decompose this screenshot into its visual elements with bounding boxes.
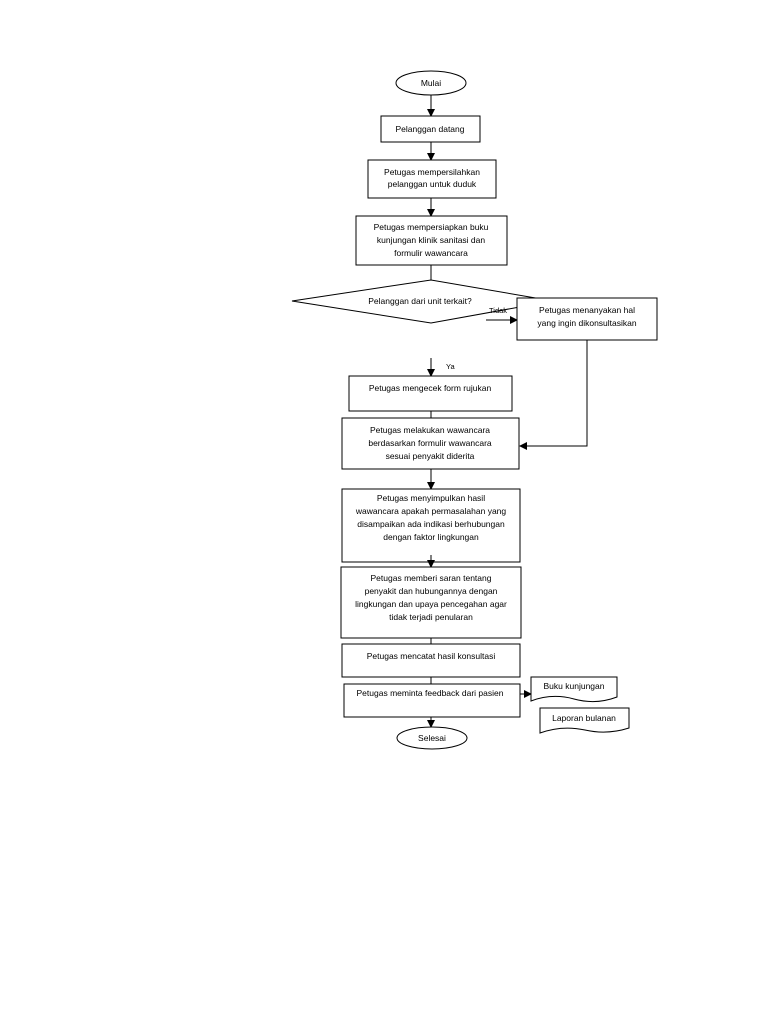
connector-arrow: [519, 340, 588, 450]
step-label-line: Petugas melakukan wawancara: [370, 425, 490, 435]
step-label-line: Petugas menanyakan hal: [539, 305, 635, 315]
step-label-line: wawancara apakah permasalahan yang: [355, 506, 507, 516]
step-label-line: tidak terjadi penularan: [389, 612, 473, 622]
step-label-line: Petugas memberi saran tentang: [371, 573, 492, 583]
step-mempersiapkan: Petugas mempersiapkan buku kunjungan kli…: [355, 215, 508, 266]
document-label: Laporan bulanan: [552, 713, 616, 723]
document-laporan-bulanan: Laporan bulanan: [539, 707, 630, 734]
no-branch-label: Tidak: [489, 306, 507, 315]
step-memberi-saran: Petugas memberi saran tentang penyakit d…: [340, 566, 522, 639]
yes-branch-label: Ya: [446, 362, 455, 371]
step-wawancara: Petugas melakukan wawancara berdasarkan …: [341, 417, 520, 470]
end-label: Selesai: [418, 733, 446, 743]
document-label: Buku kunjungan: [544, 681, 605, 691]
step-mengecek-form: Petugas mengecek form rujukan: [348, 375, 513, 412]
step-mempersilahkan: Petugas mempersilahkan pelanggan untuk d…: [367, 159, 497, 199]
step-menanyakan: Petugas menanyakan hal yang ingin dikons…: [516, 297, 658, 341]
step-label-line: berdasarkan formulir wawancara: [368, 438, 492, 448]
step-mencatat: Petugas mencatat hasil konsultasi: [341, 643, 521, 678]
step-label-line: Petugas mempersiapkan buku: [374, 222, 489, 232]
step-label-line: formulir wawancara: [394, 248, 468, 258]
step-label-line: pelanggan untuk duduk: [388, 179, 477, 189]
step-label-line: kunjungan klinik sanitasi dan: [377, 235, 485, 245]
end-terminator: Selesai: [396, 726, 468, 750]
step-label-line: Petugas mempersilahkan: [384, 167, 480, 177]
step-meminta-feedback: Petugas meminta feedback dari pasien: [343, 683, 521, 718]
step-label-line: penyakit dan hubungannya dengan: [365, 586, 498, 596]
step-label-line: Petugas menyimpulkan hasil: [377, 493, 485, 503]
step-label-line: lingkungan dan upaya pencegahan agar: [355, 599, 507, 609]
step-label-line: disampaikan ada indikasi berhubungan: [357, 519, 505, 529]
step-label: Petugas mencatat hasil konsultasi: [367, 651, 496, 661]
step-label-line: sesuai penyakit diderita: [386, 451, 475, 461]
step-label: Petugas meminta feedback dari pasien: [357, 688, 504, 698]
start-terminator: Mulai: [395, 70, 467, 96]
step-label-line: dengan faktor lingkungan: [383, 532, 479, 542]
step-label: Pelanggan datang: [395, 124, 464, 134]
start-label: Mulai: [421, 78, 441, 88]
step-label-line: yang ingin dikonsultasikan: [537, 318, 637, 328]
document-buku-kunjungan: Buku kunjungan: [530, 676, 618, 703]
decision-unit-terkait: Pelanggan dari unit terkait?: [291, 279, 554, 324]
step-label: Petugas mengecek form rujukan: [369, 383, 492, 393]
step-pelanggan-datang: Pelanggan datang: [380, 115, 481, 143]
decision-label: Pelanggan dari unit terkait?: [368, 296, 472, 306]
step-menyimpulkan: Petugas menyimpulkan hasil wawancara apa…: [341, 488, 521, 563]
